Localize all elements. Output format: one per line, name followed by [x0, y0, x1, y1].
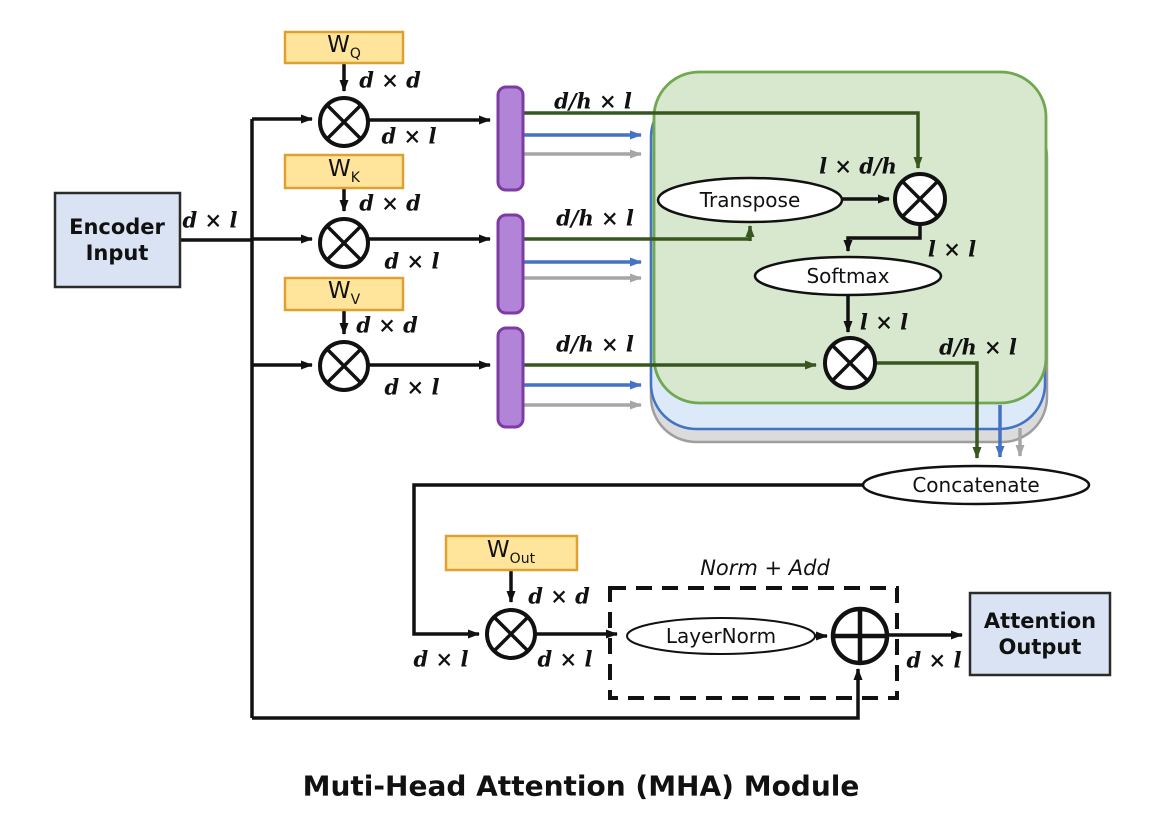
wout-label: WOut	[486, 537, 536, 567]
softmax-ellipse	[753, 255, 943, 297]
multiply-operators	[318, 96, 947, 660]
multiply-icon-v	[318, 340, 370, 392]
multiply-icon-qk	[893, 172, 947, 226]
wq-label: WQ	[327, 32, 361, 62]
head3-connectors	[523, 149, 1025, 457]
wq-box	[283, 30, 405, 65]
k-heads-bar	[496, 213, 525, 315]
softmax-label: Softmax	[806, 264, 890, 288]
transpose-label: Transpose	[699, 188, 801, 212]
wk-label: WK	[328, 156, 360, 186]
dim-scores: l × l	[927, 236, 977, 262]
wv-label: WV	[327, 278, 361, 308]
layernorm-label: LayerNorm	[665, 624, 777, 648]
layernorm-ellipse	[626, 617, 816, 655]
norm-add-label: Norm + Add	[700, 556, 830, 580]
norm-add-box	[608, 586, 899, 700]
dim-wv: d × d	[356, 312, 418, 338]
dim-wout: d × d	[528, 583, 590, 609]
concatenate-label: Concatenate	[912, 473, 1040, 497]
wv-box	[283, 276, 405, 312]
dim-concat-out: d × l	[413, 646, 469, 672]
concatenate-ellipse	[861, 464, 1091, 506]
encoder-input-box	[53, 191, 182, 289]
q-heads-bar	[496, 85, 525, 192]
transpose-ellipse	[656, 176, 844, 224]
black-connectors	[180, 63, 963, 720]
dim-wk: d × d	[359, 190, 421, 216]
add-icon	[830, 606, 890, 666]
head1-connectors	[523, 111, 982, 459]
dim-v-out: d × l	[384, 374, 440, 400]
dim-q-out: d × l	[381, 123, 437, 149]
dim-encoder-out: d × l	[182, 207, 238, 233]
multiply-icon-k	[318, 217, 370, 269]
dim-transpose-out: l × d/h	[819, 153, 897, 179]
dim-q-head: d/h × l	[554, 88, 632, 114]
dim-final-out: d × l	[906, 647, 962, 673]
dim-proj-out: d × l	[537, 646, 593, 672]
multiply-icon-out	[485, 608, 537, 660]
wout-box	[444, 534, 579, 572]
head2-connectors	[523, 130, 1005, 458]
wk-box	[283, 153, 405, 190]
dim-k-head: d/h × l	[556, 205, 634, 231]
diagram-title: Muti-Head Attention (MHA) Module	[302, 769, 860, 803]
v-heads-bar	[496, 326, 525, 429]
dim-wq: d × d	[359, 67, 421, 93]
dim-k-out: d × l	[384, 248, 440, 274]
dim-softmax-out: l × l	[859, 309, 909, 335]
multiply-icon-av	[823, 336, 877, 390]
dim-head-out: d/h × l	[939, 334, 1017, 360]
attention-output-box	[968, 591, 1112, 677]
dim-v-head: d/h × l	[556, 331, 634, 357]
multiply-icon-q	[318, 96, 370, 148]
